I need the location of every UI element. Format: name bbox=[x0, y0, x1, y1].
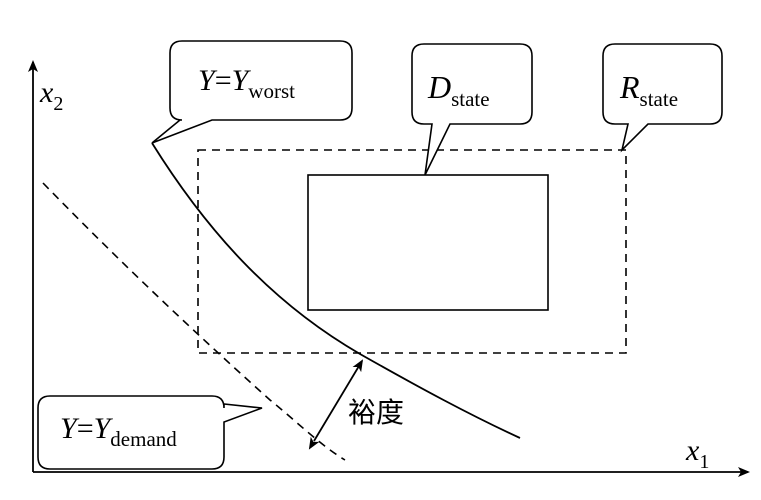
callout-r-state-text: Rstate bbox=[619, 69, 678, 111]
y-axis-label: x2 bbox=[39, 76, 63, 115]
worst-curve bbox=[151, 142, 521, 439]
callout-demand-text: Y=Ydemand bbox=[60, 412, 177, 451]
callout-worst-text: Y=Yworst bbox=[198, 64, 295, 103]
margin-label: 裕度 bbox=[348, 397, 404, 429]
margin-arrow bbox=[308, 359, 364, 450]
callout-r-state: Rstate bbox=[602, 43, 723, 153]
x-axis-label: x1 bbox=[685, 434, 709, 473]
callout-worst: Y=Yworst bbox=[151, 40, 353, 144]
callout-demand: Y=Ydemand bbox=[37, 395, 263, 470]
r-state-region bbox=[197, 149, 627, 354]
callout-d-state-text: Dstate bbox=[427, 69, 490, 111]
d-state-region bbox=[307, 174, 549, 311]
callout-d-state: Dstate bbox=[411, 43, 533, 176]
